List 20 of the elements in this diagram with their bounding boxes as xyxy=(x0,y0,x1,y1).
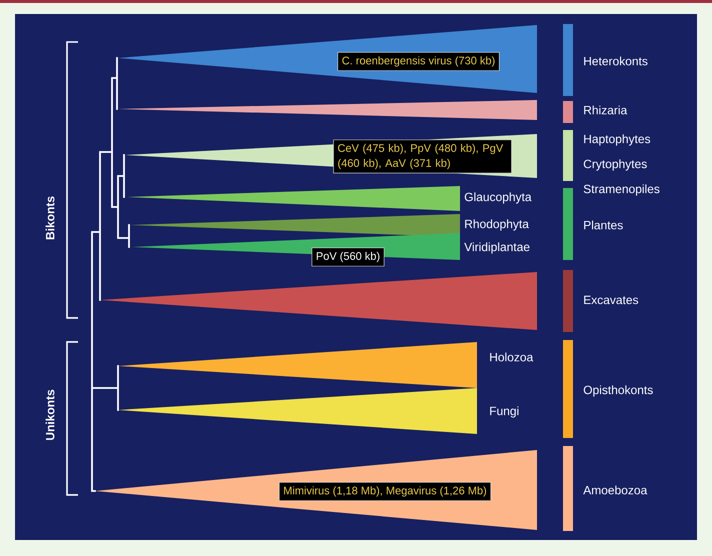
clade-label: Fungi xyxy=(490,406,518,418)
virus-label-box: C. roenbergensis virus (730 kb) xyxy=(337,52,500,71)
group-label: Stramenopiles xyxy=(584,184,660,196)
virus-label-box: CeV (475 kb), PpV (480 kb), PgV (460 kb), AaV (371 kb) xyxy=(333,140,512,174)
clade-label: Viridiplantae xyxy=(464,242,530,254)
group-label: Haptophytes xyxy=(584,134,650,146)
group-label: Bikonts xyxy=(46,196,54,240)
group-label: Amoebozoa xyxy=(583,486,648,494)
group-label: Unikonts xyxy=(46,390,54,440)
group-label: Crytophytes xyxy=(584,159,647,171)
group-label: Opisthokonts xyxy=(584,385,653,397)
virus-label-box: Mimivirus (1,18 Mb), Megavirus (1,26 Mb) xyxy=(278,482,492,501)
clade-label: Glaucophyta xyxy=(464,192,532,204)
group-label: Heterokonts xyxy=(584,56,648,66)
virus-label-box: PoV (560 kb) xyxy=(312,248,384,266)
clade-label: Rhodophyta xyxy=(465,219,529,231)
group-label: Rhizaria xyxy=(584,106,628,114)
group-label: Plantes xyxy=(584,220,623,230)
group-label: Excavates xyxy=(584,296,638,304)
clade-label: Holozoa xyxy=(490,352,534,362)
